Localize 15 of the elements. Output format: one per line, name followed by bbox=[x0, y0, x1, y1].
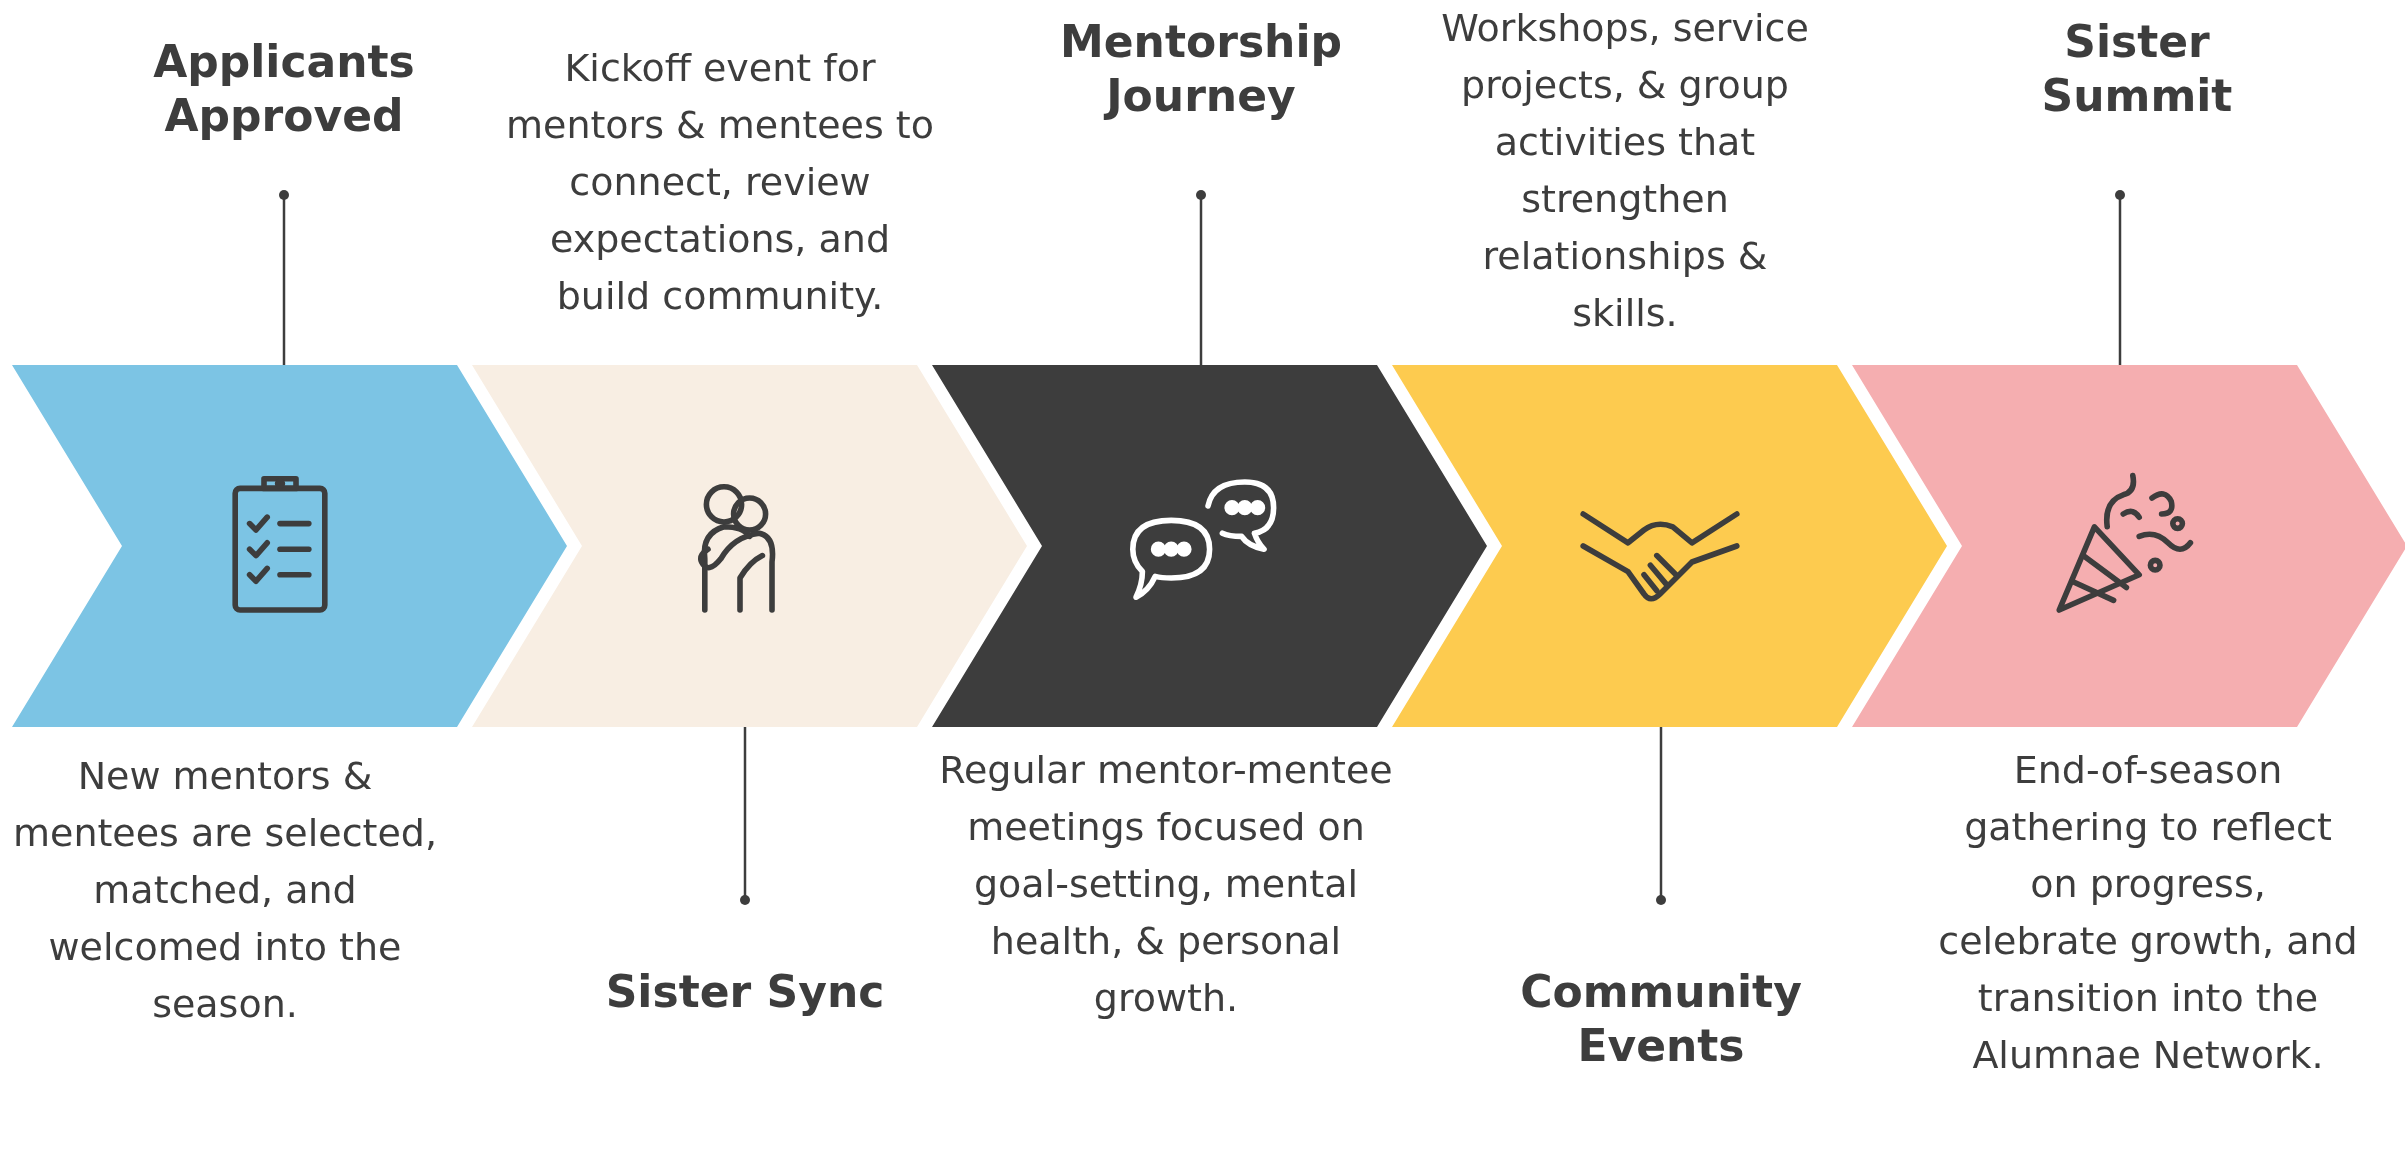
stage-title: Applicants Approved bbox=[152, 35, 416, 143]
stage-title: Mentorship Journey bbox=[1059, 15, 1343, 123]
stage-title: Sister Sync bbox=[604, 965, 886, 1019]
description-text: Regular mentor-mentee meetings focused on goal-setting, mental health, & personal growth. bbox=[938, 747, 1394, 1022]
leader-line bbox=[1196, 190, 1206, 365]
leader-line bbox=[740, 727, 750, 905]
leader-line bbox=[279, 190, 289, 365]
description-text: Workshops, service projects, & group activities that strengthen relationships & skills. bbox=[1440, 5, 1810, 337]
leader-line bbox=[1656, 727, 1666, 905]
stage-title: Sister Summit bbox=[2040, 15, 2234, 123]
leader-line bbox=[2115, 190, 2125, 365]
stage-title: Community Events bbox=[1519, 965, 1803, 1073]
description-text: Kickoff event for mentors & mentees to connect, review expectations, and build community. bbox=[505, 45, 935, 320]
description-text: New mentors & mentees are selected, matched, and welcomed into the season. bbox=[12, 753, 438, 1028]
description-text: End-of-season gathering to reflect on progress, celebrate growth, and transition into the Alumnae Network. bbox=[1938, 747, 2358, 1079]
